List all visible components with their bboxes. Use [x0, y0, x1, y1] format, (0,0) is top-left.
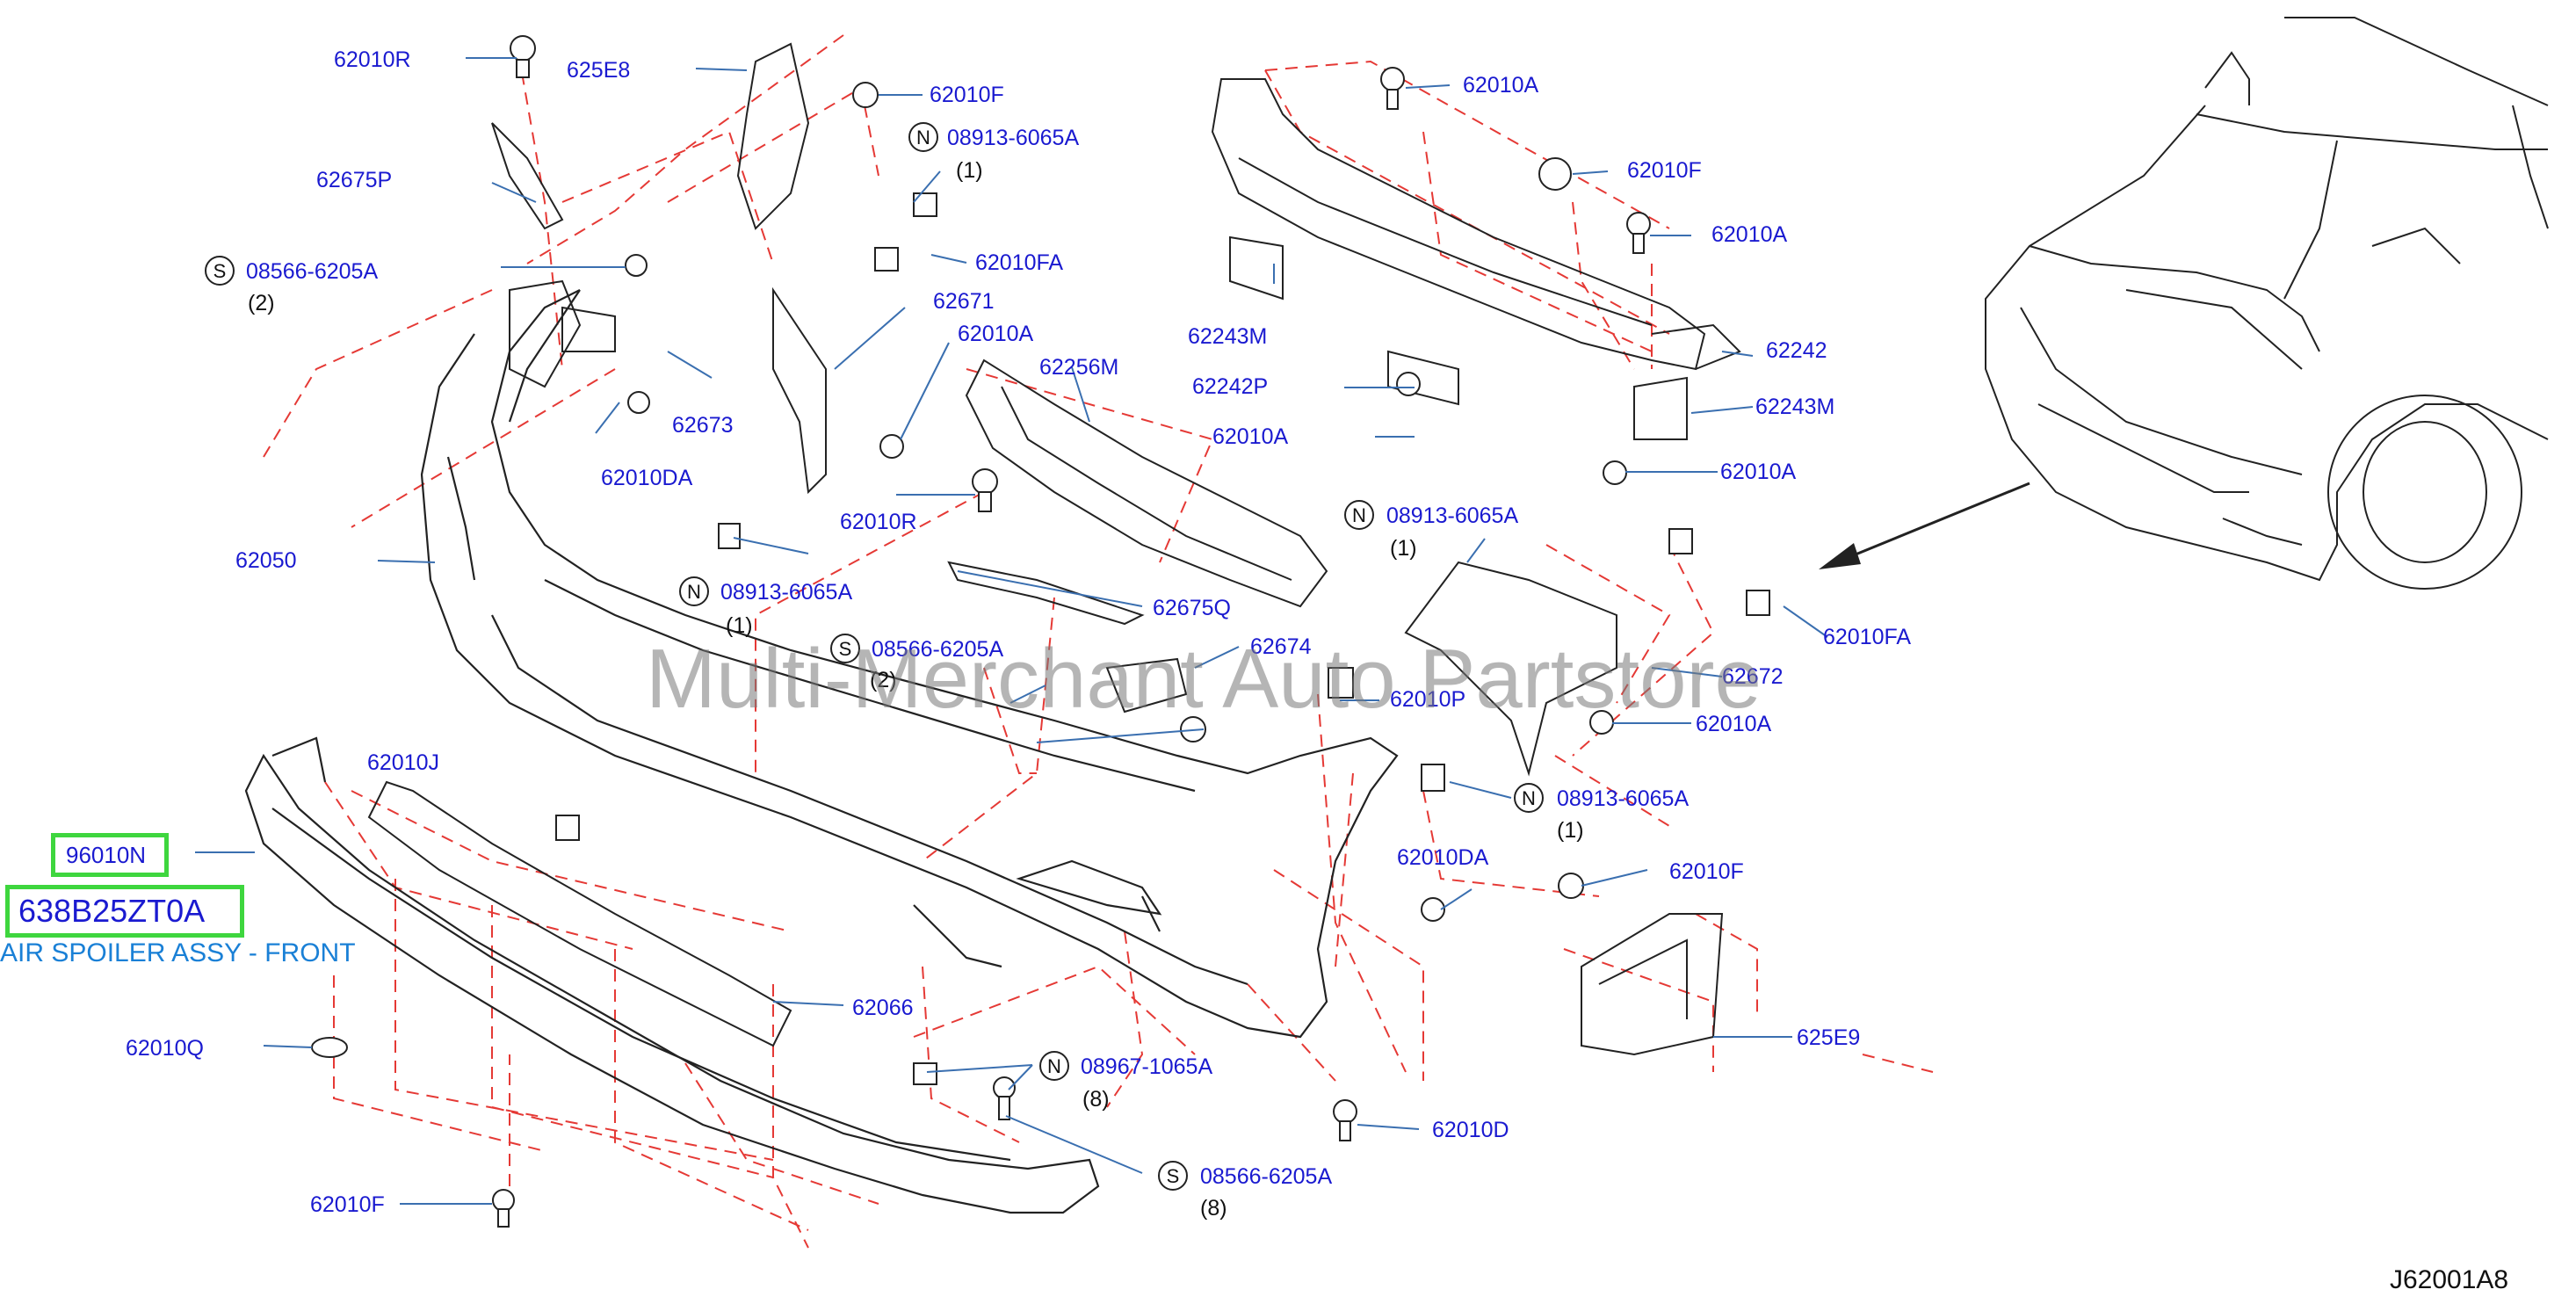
n-badge-5: N: [1039, 1051, 1069, 1081]
label-62050: 62050: [235, 548, 297, 573]
highlight-part-number[interactable]: 638B25ZT0A: [5, 885, 244, 938]
label-625E8: 625E8: [567, 58, 631, 83]
label-62010A-r4: 62010A: [1720, 460, 1797, 484]
label-62010Q: 62010Q: [126, 1036, 204, 1061]
qty-08913-4: (1): [1557, 818, 1584, 843]
n-badge-1: N: [908, 122, 938, 152]
label-08967-1065A: 08967-1065A: [1081, 1054, 1213, 1079]
qty-08913-2: (1): [726, 613, 753, 638]
label-62675P: 62675P: [316, 168, 393, 192]
label-62010A-r2: 62010A: [1711, 222, 1788, 247]
diagram-code: J62001A8: [2390, 1265, 2509, 1294]
brackets-and-small-parts: [491, 42, 1724, 1056]
label-62243M-r: 62243M: [1755, 395, 1835, 419]
label-62010F-top: 62010F: [930, 83, 1004, 107]
label-62010F-bot: 62010F: [310, 1192, 385, 1217]
label-62242: 62242: [1766, 338, 1827, 363]
label-08566-6205A-2: 08566-6205A: [872, 637, 1004, 662]
qty-08913-1: (1): [956, 158, 983, 183]
leader-lines: [195, 57, 1828, 1205]
label-08913-6065A-3: 08913-6065A: [1386, 503, 1519, 528]
label-62010F-r: 62010F: [1627, 158, 1702, 183]
label-62010F-r2: 62010F: [1669, 859, 1744, 884]
label-62243M-l: 62243M: [1188, 324, 1268, 349]
s-badge-1: S: [205, 256, 235, 286]
label-62010A-r1: 62010A: [1463, 73, 1539, 98]
fasteners: [311, 35, 1770, 1228]
qty-08566-3: (8): [1200, 1196, 1227, 1221]
label-62010A-r3: 62010A: [1212, 424, 1289, 449]
label-62671: 62671: [933, 289, 995, 314]
assembly-guide-lines: [263, 34, 1934, 1249]
n-badge-2: N: [679, 576, 709, 606]
label-62010DA-1: 62010DA: [601, 466, 693, 490]
n-badge-4: N: [1514, 783, 1544, 813]
label-62673: 62673: [672, 413, 734, 438]
label-62010FA-2: 62010FA: [1823, 625, 1912, 649]
label-08566-6205A-1: 08566-6205A: [246, 259, 379, 284]
lower-reinforcement-62066: [367, 780, 792, 1047]
label-625E9: 625E9: [1797, 1025, 1861, 1050]
s-badge-3: S: [1158, 1161, 1188, 1191]
vehicle-locator-inset: [1985, 17, 2549, 590]
lower-air-spoiler: [244, 736, 1100, 1214]
label-62010D: 62010D: [1432, 1118, 1509, 1142]
part-caption: AIR SPOILER ASSY - FRONT: [0, 938, 356, 967]
n-badge-3: N: [1344, 500, 1374, 530]
label-62010J: 62010J: [367, 750, 440, 775]
label-62010FA-1: 62010FA: [975, 250, 1064, 275]
label-62672: 62672: [1722, 664, 1784, 689]
label-08913-6065A-2: 08913-6065A: [720, 580, 853, 605]
s-badge-2: S: [830, 634, 860, 663]
highlight-96010N[interactable]: 96010N: [51, 833, 169, 877]
label-62256M: 62256M: [1039, 355, 1119, 380]
label-62010A-r5: 62010A: [1696, 712, 1772, 736]
label-62010R-top: 62010R: [334, 47, 411, 72]
label-62066: 62066: [852, 996, 914, 1020]
qty-08566-1: (2): [248, 291, 275, 315]
label-62010P: 62010P: [1390, 687, 1466, 712]
qty-08913-3: (1): [1390, 536, 1417, 561]
label-62010A-mid: 62010A: [958, 322, 1034, 346]
label-62010R-mid: 62010R: [840, 510, 917, 534]
store-watermark: Multi-Merchant Auto Partstore: [646, 632, 1762, 726]
label-62674: 62674: [1250, 634, 1312, 659]
center-grille-62256M: [965, 359, 1328, 608]
main-bumper-fascia: [420, 289, 1399, 1039]
label-62675Q: 62675Q: [1153, 596, 1231, 620]
label-08566-6205A-3: 08566-6205A: [1200, 1164, 1333, 1189]
label-08913-6065A-4: 08913-6065A: [1557, 786, 1690, 811]
upper-reinforcement-62242: [1211, 78, 1741, 371]
label-62010DA-2: 62010DA: [1397, 845, 1489, 870]
label-08913-6065A-1: 08913-6065A: [947, 126, 1080, 150]
qty-08967: (8): [1082, 1087, 1110, 1112]
qty-08566-2: (2): [870, 668, 897, 692]
label-62242P: 62242P: [1192, 374, 1269, 399]
locator-arrow: [1819, 482, 2030, 569]
